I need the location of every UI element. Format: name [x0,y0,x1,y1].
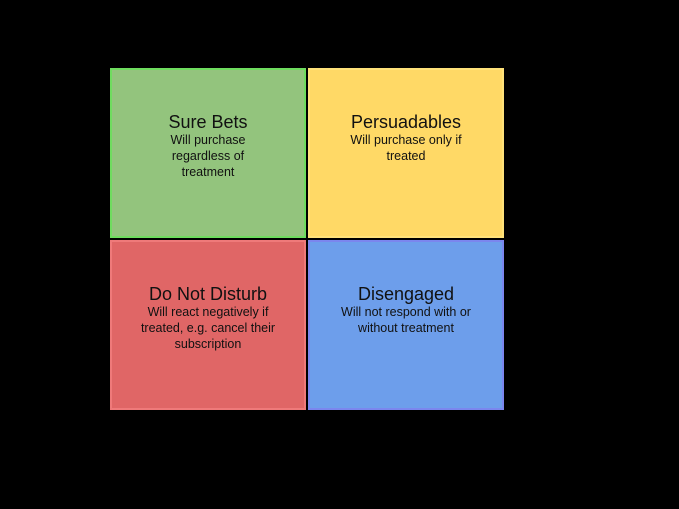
quadrant-description: Will not respond with or without treatme… [341,305,471,335]
quadrant-sure-bets: Sure Bets Will purchase regardless of tr… [110,68,306,238]
quadrant-description: Will purchase only if treated [350,133,462,163]
quadrant-title: Disengaged [357,284,455,304]
quadrant-title: Do Not Disturb [148,284,268,304]
quadrant-title: Persuadables [350,112,462,132]
quadrant-disengaged: Disengaged Will not respond with or with… [308,240,504,410]
quadrant-description: Will react negatively if treated, e.g. c… [140,305,276,351]
quadrant-do-not-disturb: Do Not Disturb Will react negatively if … [110,240,306,410]
quadrant-persuadables: Persuadables Will purchase only if treat… [308,68,504,238]
quadrant-description: Will purchase regardless of treatment [170,133,246,179]
quadrant-title: Sure Bets [168,112,248,132]
